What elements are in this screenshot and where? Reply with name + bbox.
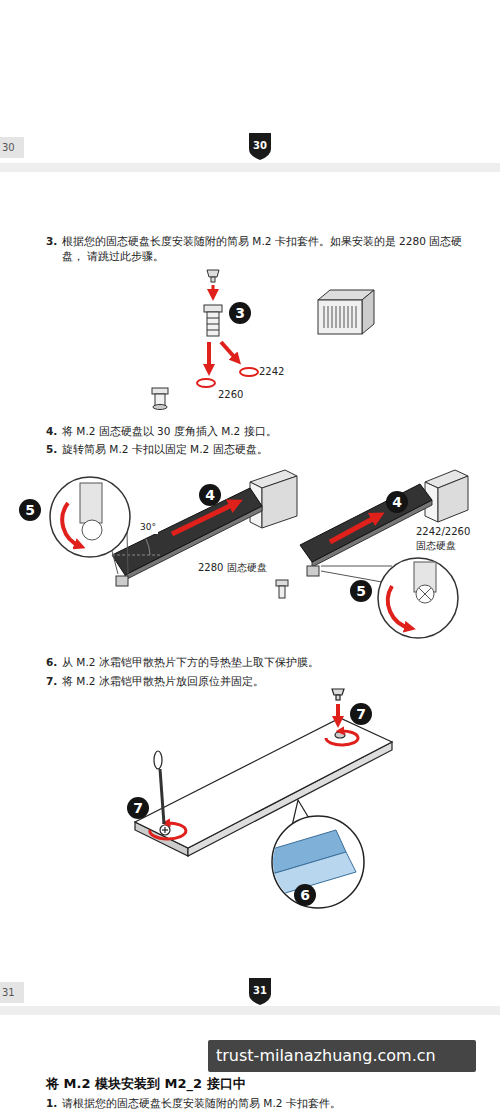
step-number: 7. xyxy=(46,674,57,689)
step-number: 1. xyxy=(46,1096,57,1111)
ssd-2242-2260-figure xyxy=(300,470,468,638)
clip-kit-figure xyxy=(152,270,374,410)
page-number: 31 xyxy=(249,985,271,997)
step-text: 请根据您的固态硬盘长度安装随附的简易 M.2 卡扣套件。 xyxy=(62,1096,482,1111)
callout-number: 4 xyxy=(199,484,221,506)
callout-number: 5 xyxy=(19,499,41,521)
step-text: 将 M.2 冰霜铠甲散热片放回原位并固定。 xyxy=(62,674,482,689)
step-number: 5. xyxy=(46,442,57,457)
length-label: 2242 xyxy=(259,365,284,379)
step-text: 从 M.2 冰霜铠甲散热片下方的导热垫上取下保护膜。 xyxy=(62,655,482,670)
section-heading: 将 M.2 模块安装到 M2_2 接口中 xyxy=(46,1075,246,1093)
watermark: trust-milanazhuang.com.cn xyxy=(216,1045,436,1067)
page-tab xyxy=(0,137,24,158)
callout-number: 7 xyxy=(127,797,149,819)
ssd-label: 2242/2260 固态硬盘 xyxy=(416,525,478,553)
length-label: 2260 xyxy=(218,388,243,402)
heatsink-figure xyxy=(135,689,392,908)
page-tab xyxy=(0,982,24,1003)
step-text: 将 M.2 固态硬盘以 30 度角插入 M.2 接口。 xyxy=(62,424,482,439)
angle-label: 30° xyxy=(138,521,158,534)
step-text: 根据您的固态硬盘长度安装随附的简易 M.2 卡扣套件。如果安装的是 2280 固… xyxy=(62,234,482,263)
callout-number: 3 xyxy=(229,302,251,324)
page-gap xyxy=(0,1006,500,1015)
step-number: 4. xyxy=(46,424,57,439)
step-number: 3. xyxy=(46,234,57,249)
callout-number: 4 xyxy=(386,491,408,513)
step-text: 旋转简易 M.2 卡扣以固定 M.2 固态硬盘。 xyxy=(62,442,482,457)
page-badge xyxy=(249,133,271,160)
page-number: 31 xyxy=(2,986,15,1000)
watermark-bar xyxy=(208,1040,476,1072)
step-number: 6. xyxy=(46,655,57,670)
page-number: 30 xyxy=(2,141,15,155)
ssd-2280-figure xyxy=(50,470,297,598)
page-badge xyxy=(249,978,271,1005)
page-gap xyxy=(0,163,500,172)
page-number: 30 xyxy=(249,140,271,152)
callout-number: 5 xyxy=(350,580,372,602)
callout-number: 6 xyxy=(294,884,316,906)
ssd-label: 2280 固态硬盘 xyxy=(198,561,267,575)
callout-number: 7 xyxy=(350,703,372,725)
